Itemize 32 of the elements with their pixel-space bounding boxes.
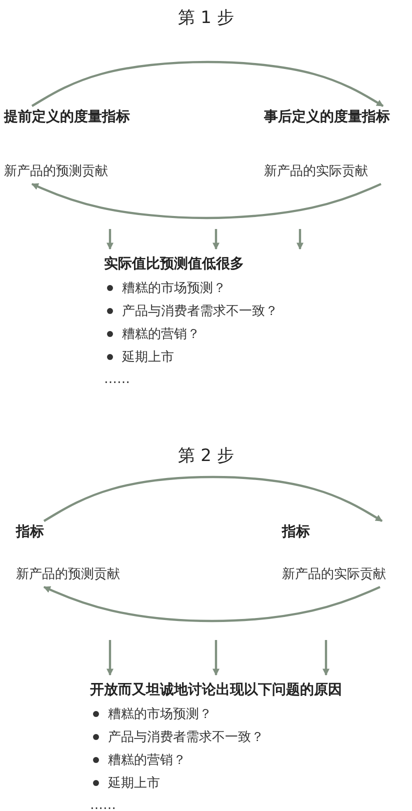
- arrow: [106, 229, 114, 250]
- arrow: [43, 586, 380, 622]
- metric-description: 新产品的实际贡献: [264, 163, 369, 180]
- arrow: [31, 183, 382, 220]
- ellipsis: ……: [90, 798, 116, 811]
- ellipsis: ……: [104, 372, 130, 387]
- metric-title: 指标: [16, 523, 45, 541]
- list-item: 产品与消费者需求不一致？: [122, 302, 278, 320]
- list-item: 产品与消费者需求不一致？: [108, 728, 264, 746]
- metric-description: 新产品的实际贡献: [282, 566, 387, 583]
- list-heading: 实际值比预测值低很多: [104, 254, 245, 274]
- metric-description: 新产品的预测贡献: [4, 163, 109, 180]
- list-item: 延期上市: [122, 348, 174, 366]
- metric-title: 指标: [282, 523, 311, 541]
- arrow: [106, 640, 114, 676]
- arrow: [43, 476, 383, 522]
- list-heading: 开放而又坦诚地讨论出现以下问题的原因: [90, 681, 343, 700]
- arrow: [296, 229, 304, 250]
- step-heading: 第 1 步: [178, 7, 234, 29]
- list-item: 糟糕的营销？: [108, 752, 186, 768]
- list-item: 糟糕的市场预测？: [108, 706, 212, 722]
- step-heading: 第 2 步: [178, 445, 234, 467]
- list-item: 糟糕的市场预测？: [122, 280, 226, 296]
- metric-description: 新产品的预测贡献: [16, 566, 121, 583]
- arrow: [212, 640, 220, 676]
- arrow: [212, 229, 220, 250]
- list-item: 糟糕的营销？: [122, 326, 200, 342]
- arrow: [322, 640, 330, 676]
- metric-title: 事后定义的度量指标: [264, 108, 391, 126]
- arrow: [31, 60, 384, 107]
- metric-title: 提前定义的度量指标: [4, 108, 131, 126]
- list-item: 延期上市: [108, 774, 160, 792]
